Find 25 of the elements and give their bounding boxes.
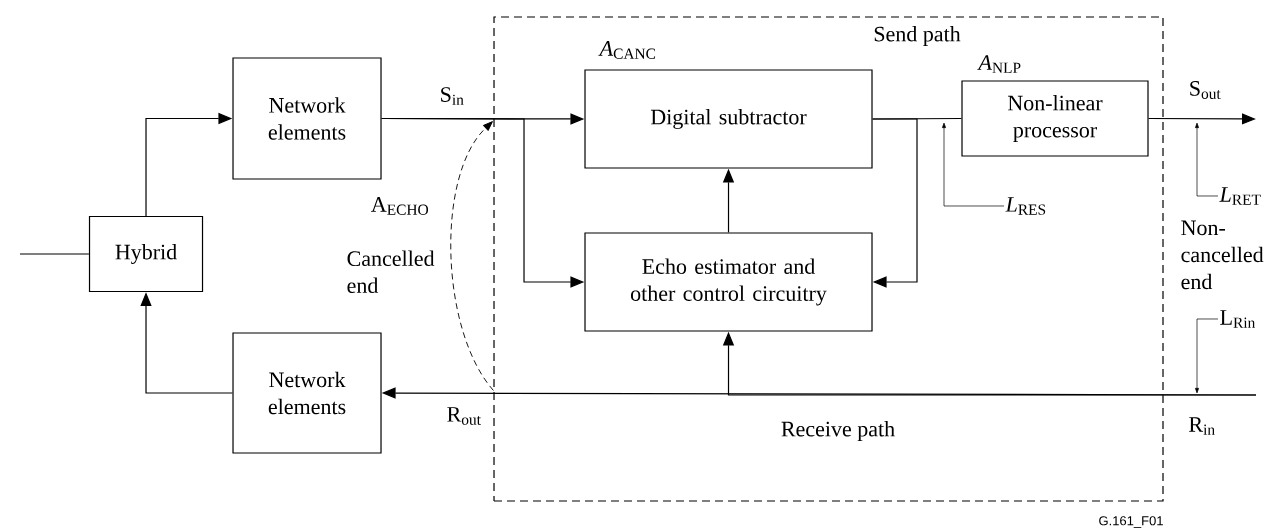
leader-line (1195, 318, 1219, 394)
signal-label: A$_{ECHO}$ (371, 197, 429, 215)
signal-label: R$_{in}$ (1189, 417, 1215, 435)
signal-label: S$_{out}$ (1190, 81, 1221, 99)
process-box: Network elements (232, 57, 382, 180)
signal-label: R$_{out}$ (447, 407, 481, 425)
process-box: Hybrid (88, 215, 204, 293)
signal-line (19, 253, 90, 255)
process-box: Echo estimator and other control circuitry (584, 232, 873, 332)
figure-number: G.161_F01 (1099, 516, 1163, 528)
end-label: Non-cancelled end (1181, 220, 1264, 290)
level-label: L$_{RET}$ (1219, 187, 1261, 205)
level-label: L$_{RES}$ (1005, 197, 1046, 215)
leader-line (1195, 122, 1219, 197)
process-box: Non-linear processor (961, 80, 1149, 157)
end-label: Cancelled end (347, 250, 435, 294)
arrow (872, 118, 918, 288)
process-box: Network elements (232, 332, 382, 454)
gain-label: A$_{CANC}$ (598, 41, 656, 59)
echo-path-arrow (450, 121, 494, 391)
process-box: Digital subtractor (584, 69, 873, 169)
leader-line (942, 122, 1005, 207)
signal-label: S$_{in}$ (441, 87, 464, 105)
level-label: L$_{Rin}$ (1220, 310, 1256, 328)
gain-label: A$_{NLP}$ (977, 55, 1021, 73)
